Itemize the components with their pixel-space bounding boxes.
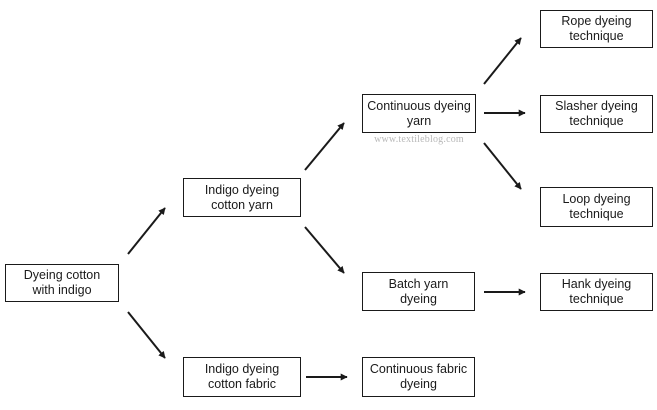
node-rope-dyeing-technique: Rope dyeing technique: [540, 10, 653, 48]
node-dyeing-cotton-with-indigo: Dyeing cotton with indigo: [5, 264, 119, 302]
node-continuous-fabric-dyeing: Continuous fabric dyeing: [362, 357, 475, 397]
arrow-yarn-to-continuous: [304, 122, 345, 171]
node-slasher-dyeing-technique: Slasher dyeing technique: [540, 95, 653, 133]
node-hank-dyeing-technique: Hank dyeing technique: [540, 273, 653, 311]
arrow-continuous-to-rope: [483, 37, 522, 85]
watermark-text: www.textileblog.com: [374, 134, 464, 145]
arrow-root-to-fabric: [127, 311, 166, 359]
arrow-yarn-to-batch: [304, 226, 345, 274]
arrow-root-to-yarn: [127, 207, 166, 255]
node-loop-dyeing-technique: Loop dyeing technique: [540, 187, 653, 227]
node-continuous-dyeing-yarn: Continuous dyeing yarn: [362, 94, 476, 133]
node-indigo-dyeing-cotton-yarn: Indigo dyeing cotton yarn: [183, 178, 301, 217]
node-indigo-dyeing-cotton-fabric: Indigo dyeing cotton fabric: [183, 357, 301, 397]
arrow-continuous-to-loop: [483, 142, 522, 190]
node-batch-yarn-dyeing: Batch yarn dyeing: [362, 272, 475, 311]
